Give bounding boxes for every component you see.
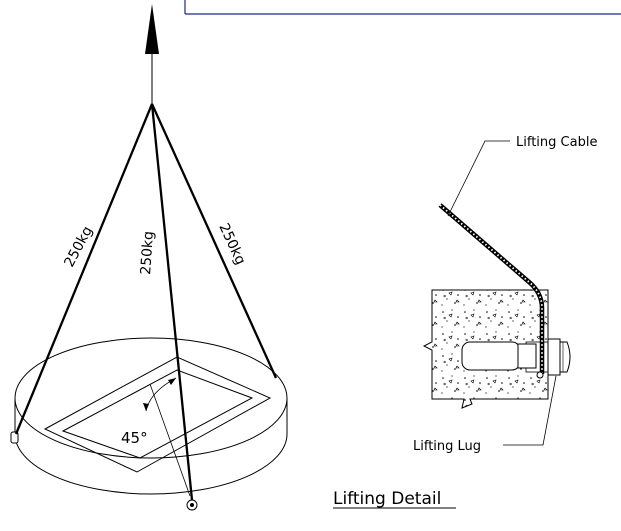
base-opening xyxy=(43,356,272,473)
lifting-lug-label: Lifting Lug xyxy=(413,439,481,454)
angle-indicator xyxy=(143,377,191,497)
lug-head xyxy=(547,338,571,376)
lifting-cable-label: Lifting Cable xyxy=(516,135,597,150)
lifting-detail-title: Lifting Detail xyxy=(333,489,441,509)
anchor-bolt xyxy=(461,341,537,371)
lifting-detail-section xyxy=(422,140,571,446)
sling-load-label-center: 250kg xyxy=(138,231,157,276)
lug-leader-line xyxy=(503,375,557,446)
title-frame xyxy=(184,0,621,15)
lift-arrow xyxy=(145,4,159,104)
circular-base xyxy=(14,337,288,495)
slings xyxy=(14,103,278,501)
sling-load-label-right: 250kg xyxy=(215,221,248,267)
lifting-lug-marks xyxy=(10,431,198,511)
cable-leader-line xyxy=(447,140,510,217)
angle-label: 45° xyxy=(121,429,148,447)
sling-load-label-left: 250kg xyxy=(61,224,96,270)
